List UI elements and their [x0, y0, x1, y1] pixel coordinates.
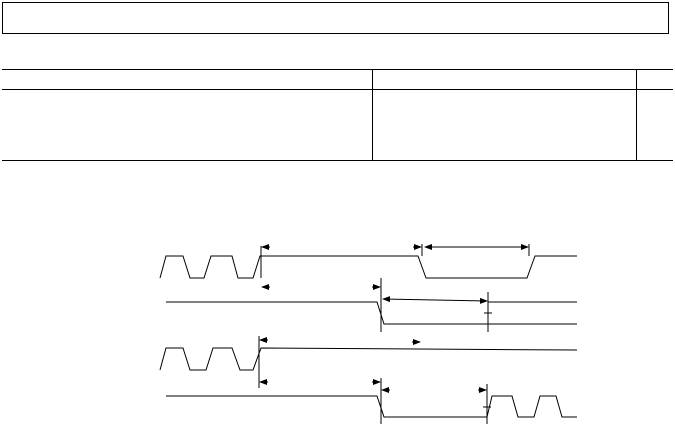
signal-clock-b [159, 347, 578, 371]
table-header-rule [2, 89, 673, 90]
table-column-divider-2 [636, 69, 637, 161]
table-column-divider-1 [372, 69, 373, 161]
title-box [2, 2, 669, 34]
signal-data-b [166, 395, 577, 418]
table-top-rule [2, 69, 673, 70]
signal-clock-a [159, 255, 577, 279]
table-bottom-rule [2, 160, 673, 161]
signal-data-a [166, 301, 577, 325]
arrow-6 [382, 296, 488, 304]
